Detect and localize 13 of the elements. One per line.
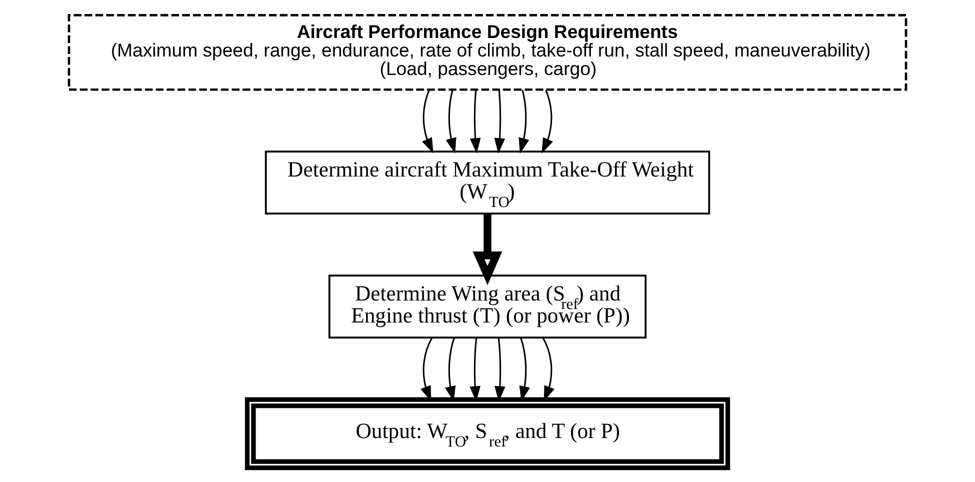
arrow — [422, 89, 434, 153]
arrow — [494, 89, 506, 154]
node-box: Determine aircraft Maximum Take-Off Weight (W$_{TO}$) — [264, 150, 710, 214]
arrow — [446, 89, 456, 154]
arrow — [542, 89, 553, 153]
arrow — [472, 214, 502, 285]
arrow — [470, 89, 481, 154]
arrow — [518, 89, 530, 154]
node-box: Output: W$_{TO}$, S$_{ref}$, and T (or P) — [244, 396, 730, 470]
arrow — [494, 338, 506, 402]
arrow — [470, 338, 480, 402]
node-box: Determine Wing area (S$_{ref}$) and Engine thrust (T) (or power (P)) — [328, 274, 647, 338]
node-box: Aircraft Performance Design Requirements (Maximum speed, range, endurance, rate of climb, take-off run, stall speed, maneuverability) (Load, passengers, cargo) — [68, 14, 908, 90]
